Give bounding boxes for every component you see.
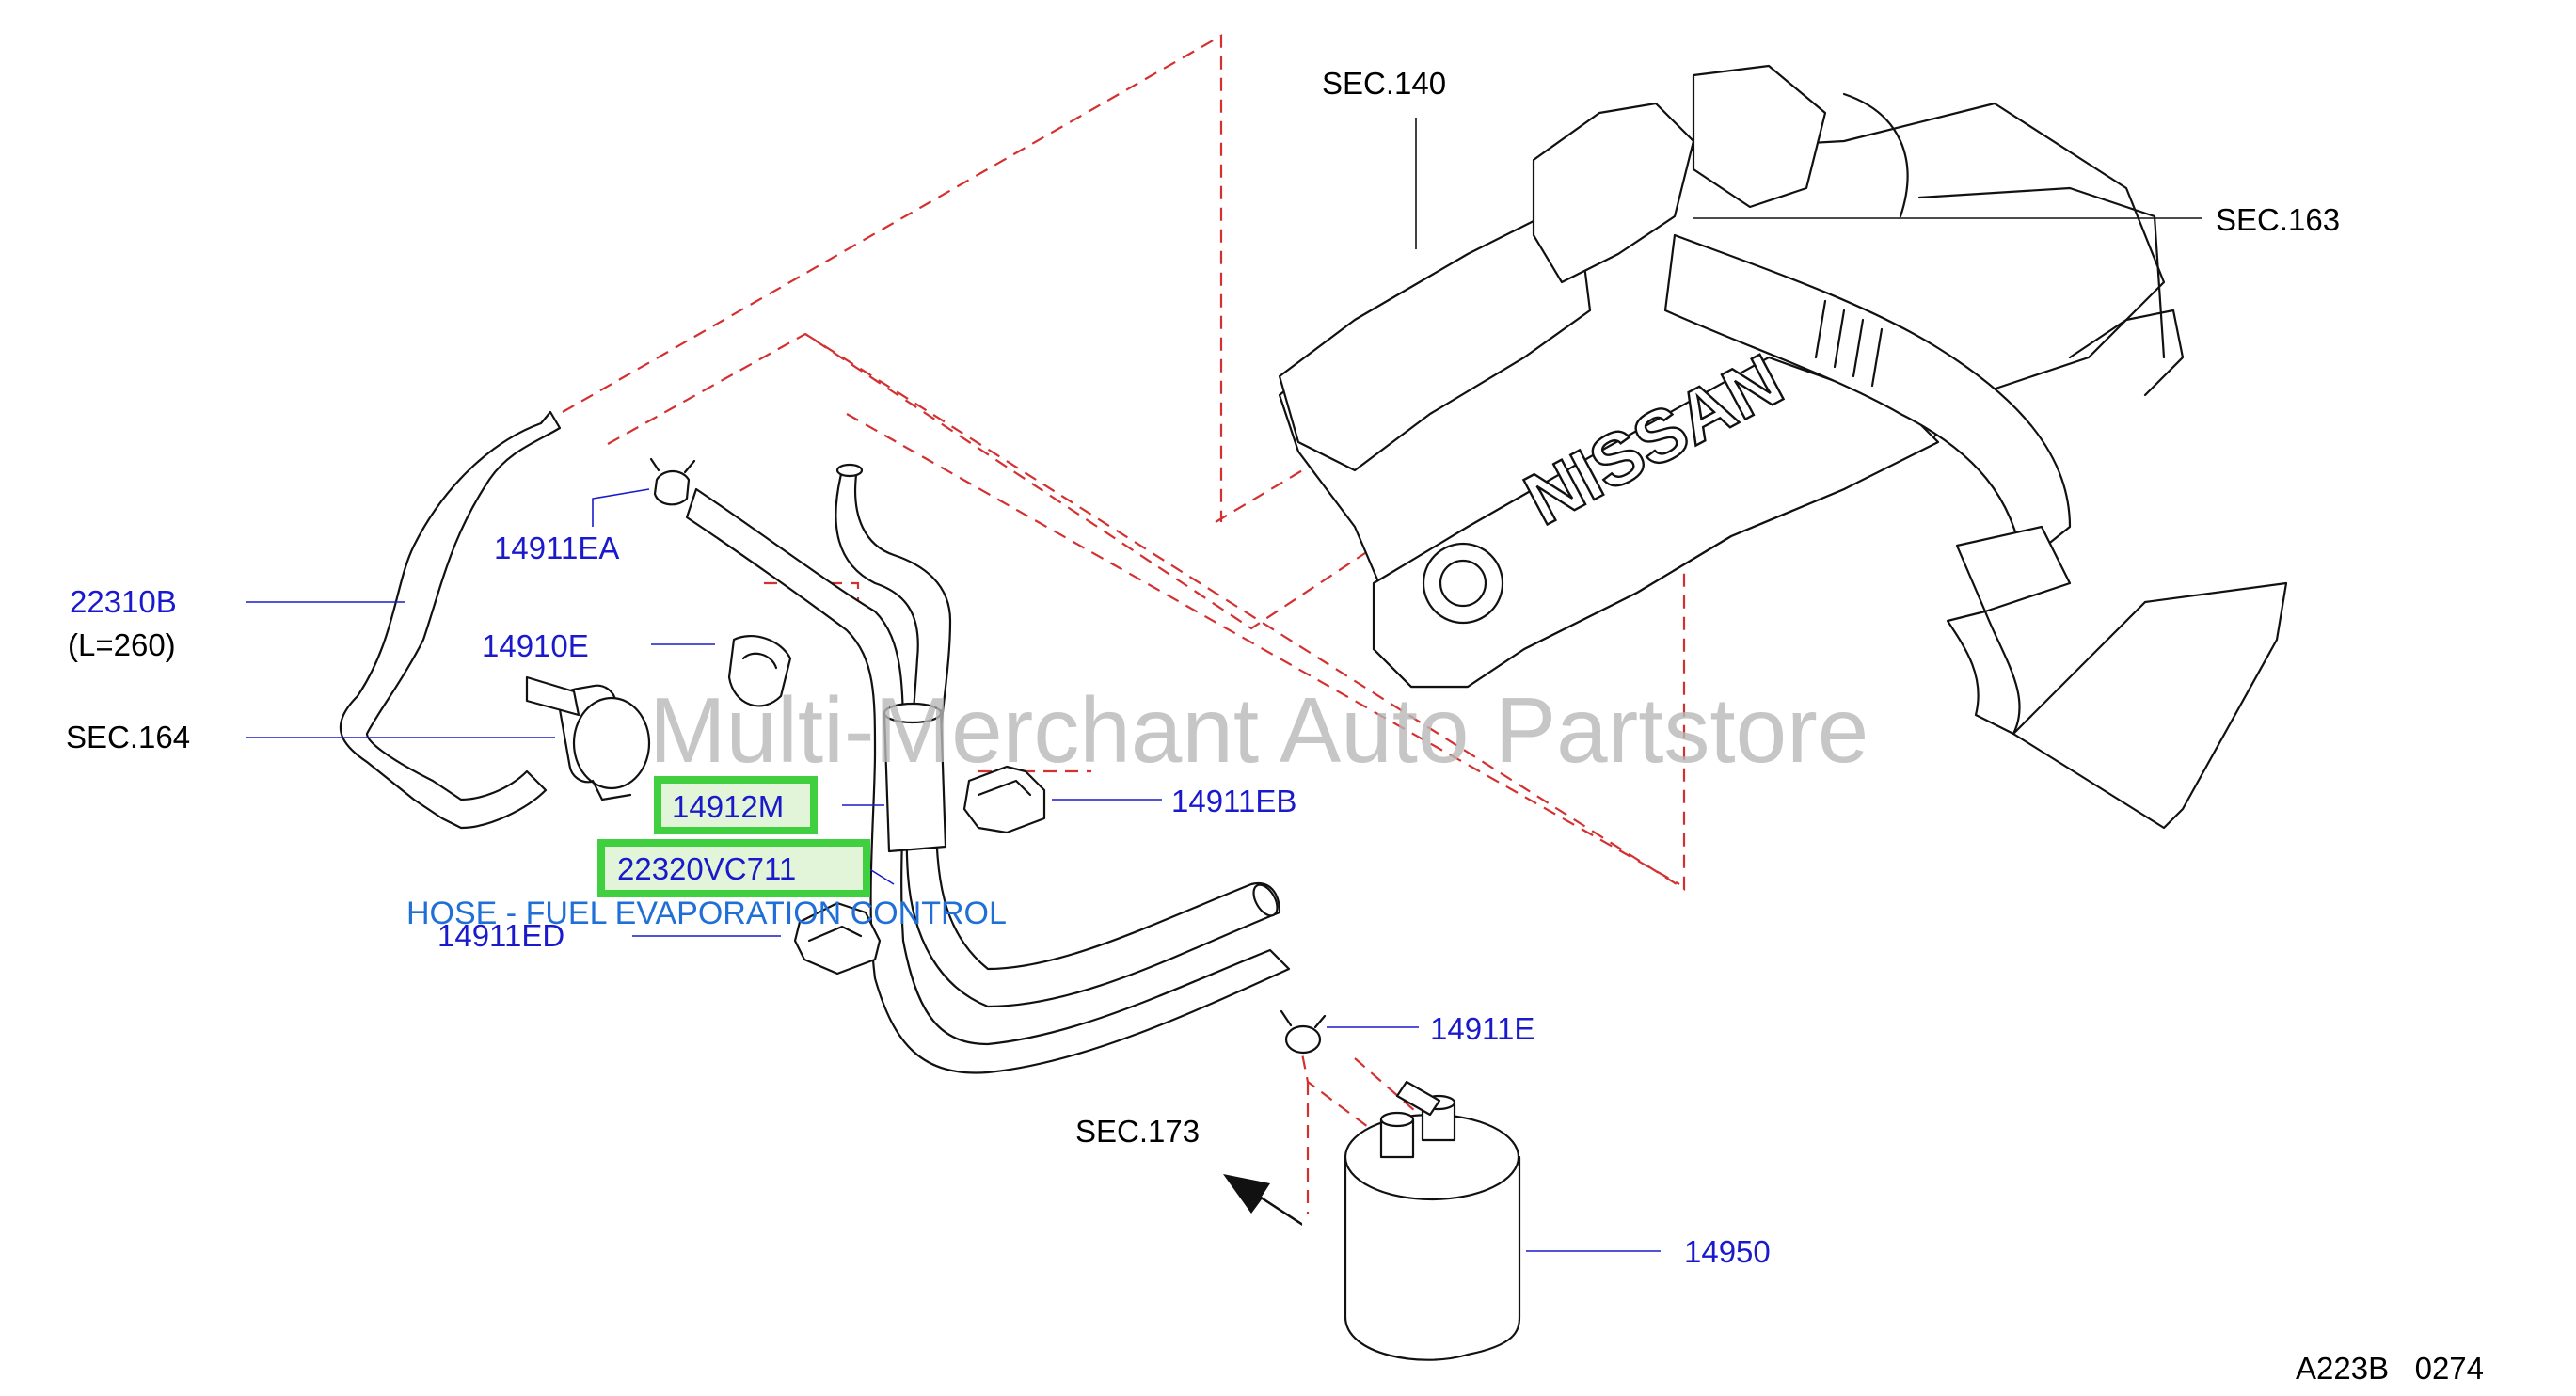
clip-14911ed	[793, 901, 882, 976]
label-sec173[interactable]: SEC.173	[1075, 1114, 1200, 1149]
label-14911e[interactable]: 14911E	[1430, 1011, 1534, 1046]
label-22310b[interactable]: 22310B	[70, 584, 177, 619]
figure-code: A223B 0274	[2296, 1351, 2484, 1386]
watermark: Multi-Merchant Auto Partstore	[649, 678, 1868, 782]
vent-hoses	[685, 463, 1291, 1074]
part-description: HOSE - FUEL EVAPORATION CONTROL	[406, 896, 1007, 931]
engine-assembly: NISSAN	[1278, 64, 2288, 830]
air-cleaner-box	[2012, 581, 2288, 830]
label-14910e[interactable]: 14910E	[482, 628, 589, 663]
label-sec163[interactable]: SEC.163	[2216, 202, 2340, 237]
oil-filler-cap	[1422, 542, 1504, 625]
label-14911eb[interactable]: 14911EB	[1171, 784, 1296, 818]
check-valve	[525, 675, 651, 801]
label-14911ed[interactable]: 14911ED	[437, 918, 564, 953]
canister-14950	[1344, 1080, 1521, 1361]
label-22320vc711[interactable]: 22320VC711	[617, 851, 796, 886]
label-22310b-length: (L=260)	[68, 627, 176, 662]
label-14950[interactable]: 14950	[1684, 1234, 1771, 1269]
label-14911ea[interactable]: 14911EA	[494, 531, 619, 565]
leader-lines	[246, 118, 2202, 1252]
air-intake-duct	[1663, 233, 2072, 566]
hose-22310b	[339, 410, 562, 830]
arrow-sec173-icon	[1223, 1174, 1302, 1226]
label-sec164[interactable]: SEC.164	[66, 720, 190, 754]
clip-14911eb	[962, 765, 1046, 834]
intake-manifold	[1278, 214, 1592, 472]
throttle-body	[1692, 64, 1827, 209]
highlight-22320vc711	[597, 839, 870, 897]
clamp-14911e	[1280, 1009, 1327, 1055]
label-14912m[interactable]: 14912M	[672, 789, 784, 824]
label-sec140[interactable]: SEC.140	[1322, 66, 1446, 101]
highlight-14912m	[654, 776, 818, 834]
clamp-14911ea	[649, 457, 696, 506]
clip-14910e	[727, 635, 792, 707]
